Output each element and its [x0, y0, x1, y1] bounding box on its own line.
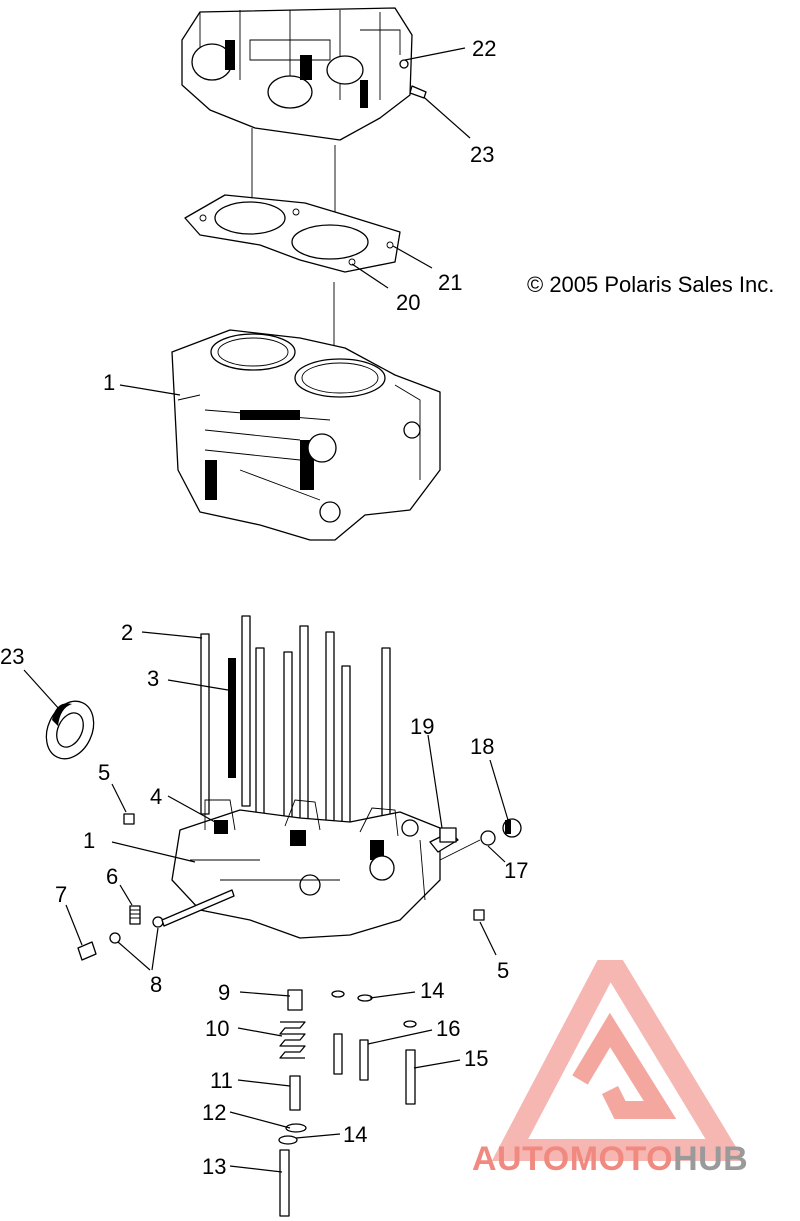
callout-16: 16 — [436, 1016, 460, 1041]
plug-18-illustration — [502, 818, 522, 838]
callout-18: 18 — [470, 734, 494, 759]
washer-8-illustration — [109, 889, 235, 944]
drain-bolt-6-illustration — [129, 905, 141, 925]
callout-4: 4 — [150, 784, 162, 809]
callout-21: 21 — [438, 270, 462, 295]
callout-5-right: 5 — [497, 958, 509, 983]
callout-2: 2 — [121, 620, 133, 645]
callout-9: 9 — [218, 980, 230, 1005]
plug-5-right-illustration — [473, 909, 485, 921]
callout-8: 8 — [150, 972, 162, 997]
head-gasket-illustration — [184, 194, 401, 273]
callout-1-bottom: 1 — [83, 828, 95, 853]
callout-11: 11 — [210, 1068, 233, 1093]
bolt-7-illustration — [77, 941, 97, 961]
watermark-triangle-icon — [491, 960, 745, 1161]
callout-20: 20 — [396, 290, 420, 315]
callout-17: 17 — [504, 858, 528, 883]
crankshaft-seal-illustration — [45, 700, 95, 760]
callout-22: 22 — [472, 36, 496, 61]
plug-5-left-illustration — [123, 813, 135, 825]
valve-parts-illustration — [278, 989, 417, 1217]
callout-23-left: 23 — [0, 644, 24, 669]
watermark-text-hub: HUB — [673, 1140, 748, 1178]
automotohub-watermark-logo: AUTOMOTOHUB — [472, 960, 748, 1178]
callout-12: 12 — [202, 1100, 226, 1125]
callout-3: 3 — [147, 666, 159, 691]
callout-1-top: 1 — [103, 370, 115, 395]
callout-7: 7 — [55, 882, 67, 907]
copyright-notice: © 2005 Polaris Sales Inc. — [527, 272, 775, 297]
callout-5-left: 5 — [98, 760, 110, 785]
callout-10: 10 — [205, 1016, 229, 1041]
svg-text:AUTOMOTOHUB: AUTOMOTOHUB — [472, 1140, 748, 1178]
fitting-19-illustration — [401, 819, 459, 853]
cylinder-studs-illustration — [200, 615, 391, 839]
callout-6: 6 — [106, 864, 118, 889]
crankcase-illustration — [171, 799, 441, 939]
o-ring-17-illustration — [480, 830, 496, 846]
callout-13: 13 — [202, 1154, 226, 1179]
cylinder-head-illustration — [181, 7, 413, 141]
callout-14-upper: 14 — [420, 978, 444, 1003]
callout-15: 15 — [464, 1046, 488, 1071]
callout-19: 19 — [410, 714, 434, 739]
cylinder-block-illustration — [171, 329, 441, 541]
watermark-text-automoto: AUTOMOTO — [472, 1140, 673, 1178]
callout-23-top: 23 — [470, 142, 494, 167]
callout-14-lower: 14 — [343, 1122, 367, 1147]
